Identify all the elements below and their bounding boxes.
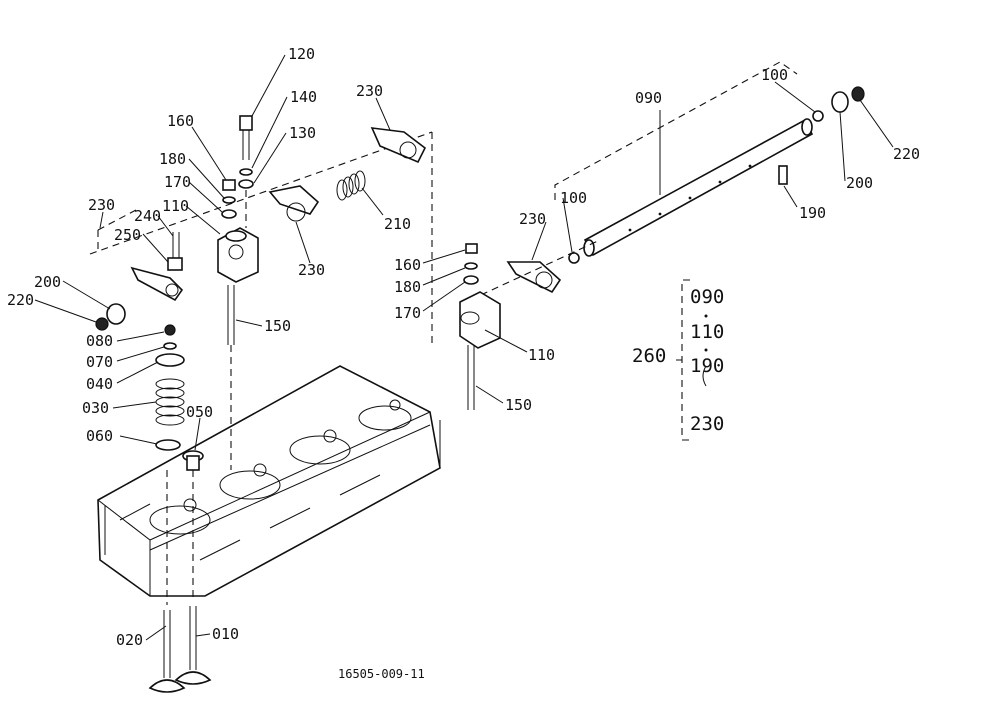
label-210: 210 (384, 215, 411, 233)
label-030: 030 (82, 399, 109, 417)
rocker-arm-230-mid (268, 185, 320, 222)
washer-170-right (463, 275, 479, 285)
valve-010 (174, 606, 212, 685)
label-100-right: 100 (761, 66, 788, 84)
label-140: 140 (290, 88, 317, 106)
spring-210 (336, 170, 366, 201)
label-230-right: 230 (519, 210, 546, 228)
rocker-bracket-110-right (459, 291, 501, 349)
valve-020 (148, 610, 186, 693)
kit-item-110: 110 (690, 321, 724, 343)
label-150-right: 150 (505, 396, 532, 414)
label-230-left: 230 (88, 196, 115, 214)
label-180-right: 180 (394, 278, 421, 296)
circlip-220-left (95, 317, 109, 331)
label-250: 250 (114, 226, 141, 244)
nut-250 (167, 257, 183, 271)
washer-180-right (464, 262, 478, 270)
label-060: 060 (86, 427, 113, 445)
label-020: 020 (116, 631, 143, 649)
label-150-left: 150 (264, 317, 291, 335)
label-180-left: 180 (159, 150, 186, 168)
collar-200-right (831, 91, 849, 113)
label-200-left: 200 (34, 273, 61, 291)
label-220-right: 220 (893, 145, 920, 163)
label-230-top: 230 (356, 82, 383, 100)
rocker-shaft-090 (583, 118, 814, 257)
circlip-220-right (851, 86, 865, 102)
label-010: 010 (212, 625, 239, 643)
cylinder-head (97, 365, 441, 597)
rocker-bracket-110-left (217, 227, 259, 283)
kit-bracket (681, 279, 690, 441)
pin-190 (778, 165, 788, 185)
nut-160-right (465, 243, 478, 254)
kit-item-230: 230 (690, 413, 724, 435)
rocker-arm-230-right (506, 261, 562, 294)
label-160-right: 160 (394, 256, 421, 274)
kit-number-260: 260 (632, 345, 666, 367)
nut-160-left (222, 179, 236, 191)
label-100-left: 100 (560, 189, 587, 207)
label-230-mid: 230 (298, 261, 325, 279)
rocker-arm-230-top (370, 127, 427, 164)
label-040: 040 (86, 375, 113, 393)
label-200-right: 200 (846, 174, 873, 192)
label-220-left: 220 (7, 291, 34, 309)
label-110-left: 110 (162, 197, 189, 215)
washer-130 (238, 179, 254, 189)
kit-item-190: 190 (690, 355, 724, 377)
plug-100-left (568, 252, 580, 264)
label-170-right: 170 (394, 304, 421, 322)
label-050: 050 (186, 403, 213, 421)
label-160-left: 160 (167, 112, 194, 130)
valve-spring-stack (155, 324, 204, 471)
stud-150-right (467, 345, 475, 410)
label-120: 120 (288, 45, 315, 63)
label-130: 130 (289, 124, 316, 142)
kit-item-090: 090 (690, 286, 724, 308)
label-090: 090 (635, 89, 662, 107)
label-240: 240 (134, 207, 161, 225)
bolt-120 (239, 115, 253, 160)
washer-170-left (221, 209, 237, 219)
leader-lines (34, 54, 894, 641)
plug-100-right (812, 110, 824, 122)
label-070: 070 (86, 353, 113, 371)
drawing-code: 16505-009-11 (338, 667, 425, 681)
label-080: 080 (86, 332, 113, 350)
rocker-arm-230-left (130, 266, 184, 302)
collar-200-left (106, 303, 126, 325)
adjust-screw-240 (172, 232, 180, 258)
stud-150-left (227, 285, 235, 345)
washer-140 (239, 168, 253, 176)
label-190: 190 (799, 204, 826, 222)
label-170-left: 170 (164, 173, 191, 191)
washer-180-left (222, 196, 236, 204)
label-110-right: 110 (528, 346, 555, 364)
